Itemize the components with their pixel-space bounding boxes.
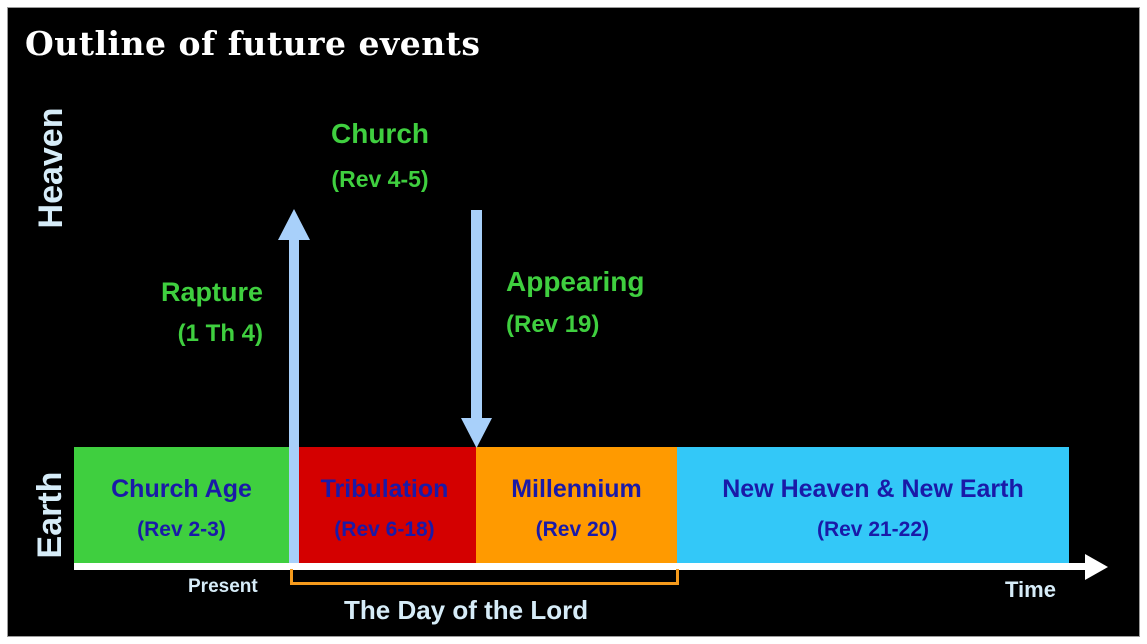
day-of-the-lord-bracket <box>290 569 679 585</box>
period-ref: (Rev 6-18) <box>334 518 435 541</box>
period-millennium: Millennium (Rev 20) <box>476 447 677 563</box>
appearing-event-ref: (Rev 19) <box>506 311 600 338</box>
period-name: New Heaven & New Earth <box>722 475 1024 503</box>
realm-label-heaven: Heaven <box>32 107 70 229</box>
appearing-event-label: Appearing <box>506 266 645 297</box>
rapture-arrow-shaft <box>289 238 299 563</box>
arrow-up-icon <box>278 209 310 240</box>
time-axis-line <box>74 563 1088 570</box>
period-ref: (Rev 21-22) <box>816 518 930 541</box>
axis-end-label: Time <box>1005 577 1056 602</box>
church-event-ref: (Rev 4-5) <box>331 166 429 192</box>
period-name: Millennium <box>511 475 642 503</box>
appearing-arrow-shaft <box>471 210 482 420</box>
realm-label-earth: Earth <box>31 471 69 559</box>
period-ref: (Rev 2-3) <box>137 518 226 541</box>
period-church-age: Church Age (Rev 2-3) <box>74 447 289 563</box>
arrow-down-icon <box>461 418 492 448</box>
period-name: Church Age <box>111 475 252 503</box>
church-event-label: Church <box>331 118 429 149</box>
period-tribulation: Tribulation (Rev 6-18) <box>299 447 476 563</box>
axis-start-label: Present <box>188 576 258 597</box>
period-ref: (Rev 20) <box>535 518 618 541</box>
day-of-the-lord-label: The Day of the Lord <box>344 595 589 625</box>
period-new-heaven-new-earth: New Heaven & New Earth (Rev 21-22) <box>677 447 1069 563</box>
arrow-right-icon <box>1085 554 1108 580</box>
rapture-event-ref: (1 Th 4) <box>177 320 263 347</box>
period-name: Tribulation <box>320 475 449 503</box>
diagram-title: Outline of future events <box>25 24 481 63</box>
rapture-event-label: Rapture <box>160 277 263 307</box>
